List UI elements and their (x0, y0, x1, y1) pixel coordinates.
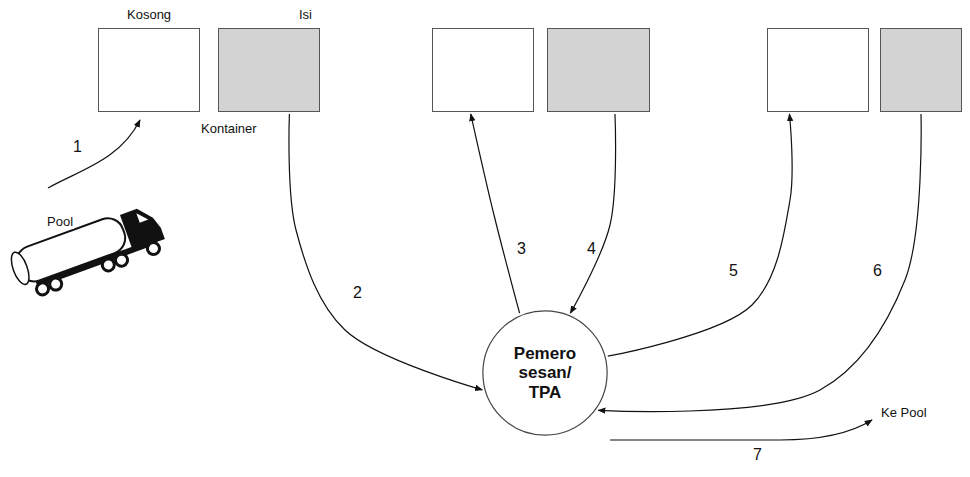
flow-arrow (598, 114, 921, 411)
callout-number: 6 (872, 262, 883, 280)
flow-arrow (289, 114, 482, 390)
destination-label: Ke Pool (880, 405, 928, 420)
circle-shape (483, 311, 607, 435)
callout-number: 1 (72, 138, 83, 156)
empty-container (432, 28, 534, 112)
pool-label: Pool (46, 214, 74, 229)
callout-number: 2 (352, 284, 363, 302)
full-container (547, 28, 650, 112)
container-heading: Isi (299, 7, 312, 22)
callout-number: 7 (752, 446, 763, 464)
callout-number: 4 (586, 240, 597, 258)
full-container (880, 28, 962, 112)
route-arrow (610, 420, 872, 440)
truck-wheels (35, 241, 161, 297)
flow-arrow (471, 114, 520, 313)
flow-arrow (570, 114, 615, 313)
callout-number: 5 (728, 262, 739, 280)
flow-arrow (608, 114, 792, 356)
full-container: Isi (218, 28, 320, 112)
container-heading: Kosong (127, 7, 171, 22)
callout-number: 3 (516, 240, 527, 258)
tanker-truck (7, 201, 168, 301)
tank-end (8, 250, 33, 287)
node-text: Pemero sesan/ TPA (505, 344, 585, 403)
empty-container (767, 28, 869, 112)
container-label: Kontainer (200, 121, 258, 136)
processing-circle: Pemero sesan/ TPA (482, 310, 608, 436)
empty-container: Kosong (98, 28, 200, 112)
truck-window (136, 210, 148, 222)
route-arrow (48, 120, 140, 188)
